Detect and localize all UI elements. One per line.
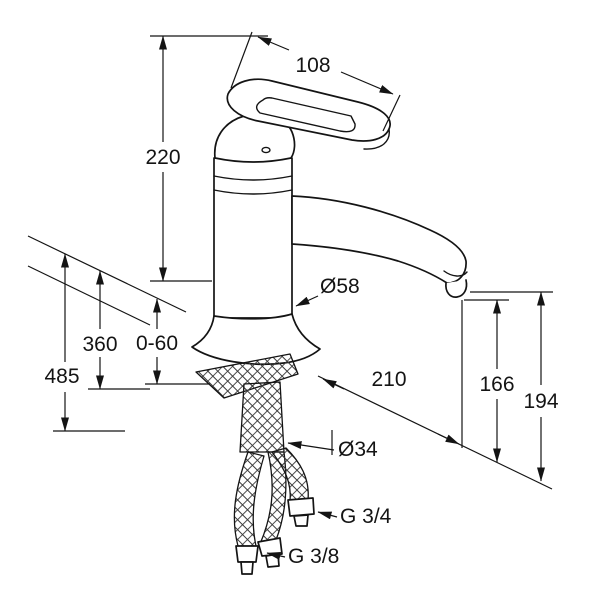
dim-108-label: 108 [295, 54, 330, 77]
dim-485: 485 [44, 253, 125, 432]
dim-220: 220 [145, 35, 268, 282]
deck-underside-line [27, 265, 151, 326]
dimension-line [340, 71, 394, 95]
faucet-body [213, 157, 293, 319]
body-seam [213, 175, 293, 181]
hose-fitting-g38 [235, 545, 259, 563]
hose-fitting-tip [240, 561, 254, 575]
lever-loop-opening [255, 97, 356, 133]
dim-360-label: 360 [82, 333, 117, 356]
dimension-line [322, 378, 345, 390]
dim-166-label: 166 [479, 373, 514, 396]
aerator-seam [443, 270, 468, 277]
leader-line [266, 552, 286, 560]
dim-0-60-label: 0-60 [136, 332, 178, 355]
threaded-shank [239, 381, 285, 453]
hose-fitting-tip [265, 553, 280, 568]
spout [291, 195, 467, 284]
leader-line [295, 295, 319, 307]
dimension-line [437, 433, 460, 445]
hose-fitting-g34 [287, 497, 315, 517]
extension-line [230, 31, 253, 89]
dim-194: 194 [470, 291, 559, 482]
handle-screw-cap [261, 146, 271, 154]
leader-line [287, 441, 335, 451]
dim-g34: G 3/4 [317, 505, 392, 528]
dim-g34-label: G 3/4 [340, 505, 392, 528]
mounting-wedge [195, 353, 299, 399]
dim-d58: Ø58 [295, 275, 360, 307]
dim-360: 360 [82, 270, 150, 390]
dim-d34: Ø34 [287, 430, 378, 461]
supply-hose [233, 451, 265, 547]
dim-194-label: 194 [523, 390, 558, 413]
handle-dome [214, 113, 296, 163]
hose-fitting-tip [293, 514, 309, 527]
hose-fitting-g38 [257, 537, 283, 557]
dimension-line [257, 36, 290, 51]
aerator [445, 279, 468, 298]
dim-108: 108 [230, 31, 401, 132]
dim-g38: G 3/8 [266, 545, 339, 568]
faucet-illustration [191, 78, 468, 575]
leader-line [317, 511, 338, 520]
dim-210-label: 210 [371, 368, 406, 391]
dim-166: 166 [464, 299, 515, 463]
deck-plane-line [27, 235, 187, 313]
dim-g38-label: G 3/8 [288, 545, 339, 568]
body-seam [213, 189, 293, 195]
dim-485-label: 485 [44, 365, 79, 388]
extension-line [382, 94, 401, 132]
lever-underside-edge [363, 128, 390, 150]
dim-d58-label: Ø58 [320, 275, 360, 298]
base-escutcheon [191, 313, 321, 366]
dim-220-label: 220 [145, 146, 180, 169]
dim-210: 210 [322, 300, 463, 448]
dim-d34-label: Ø34 [338, 438, 378, 461]
dim-0-60: 0-60 [136, 298, 210, 385]
deck-plane-line [317, 375, 553, 490]
